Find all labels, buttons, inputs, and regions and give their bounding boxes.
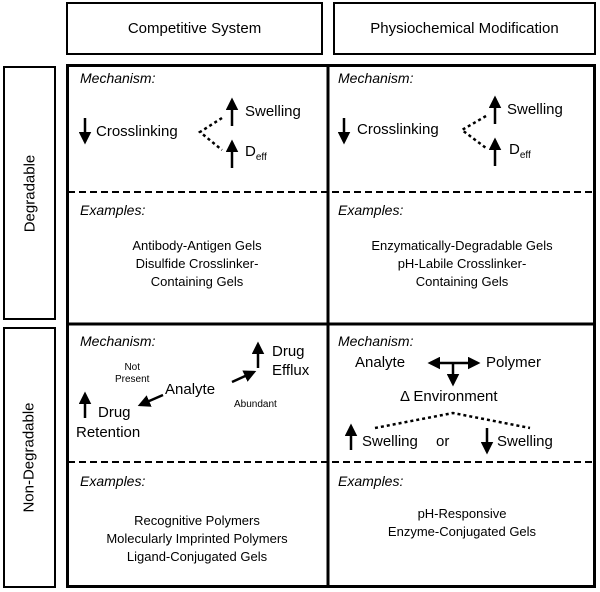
example-item: Recognitive Polymers bbox=[134, 513, 260, 528]
swelling-text-2: Swelling bbox=[507, 101, 563, 118]
example-item: Molecularly Imprinted Polymers bbox=[106, 531, 288, 546]
deff-text-2: Deff bbox=[509, 141, 531, 161]
not-present-line-1: Not bbox=[124, 362, 141, 373]
mechanism-label-3: Mechanism: bbox=[80, 333, 156, 349]
swelling-up-text: Swelling bbox=[362, 433, 418, 450]
main-grid bbox=[66, 64, 596, 588]
analyte-text-1: Analyte bbox=[165, 381, 216, 398]
row-header-non-degradable: Non-Degradable bbox=[3, 327, 56, 588]
example-item: Enzymatically-Degradable Gels bbox=[371, 238, 553, 253]
mechanism-label-1: Mechanism: bbox=[80, 70, 156, 86]
examples-label-2: Examples: bbox=[338, 202, 404, 218]
mechanism-label-2: Mechanism: bbox=[338, 70, 414, 86]
example-item: pH-Responsive bbox=[417, 506, 507, 521]
example-item: Containing Gels bbox=[150, 274, 244, 289]
analyte-to-retention-arrow bbox=[137, 393, 164, 407]
examples-label-4: Examples: bbox=[338, 473, 404, 489]
column-header-physiochemical-label: Physiochemical Modification bbox=[370, 20, 559, 37]
swelling-text-1: Swelling bbox=[245, 103, 301, 120]
example-item: Antibody-Antigen Gels bbox=[132, 238, 262, 253]
example-item: Enzyme-Conjugated Gels bbox=[387, 524, 537, 539]
example-item: Disulfide Crosslinker- bbox=[135, 256, 259, 271]
deff-sub-2: eff bbox=[519, 150, 531, 161]
deff-main-1: D bbox=[245, 143, 256, 160]
examples-list-4: pH-Responsive Enzyme-Conjugated Gels bbox=[330, 505, 594, 541]
polymer-text: Polymer bbox=[486, 354, 542, 371]
dotted-branch-3 bbox=[374, 411, 531, 430]
examples-label-1: Examples: bbox=[80, 202, 146, 218]
dotted-branch-2 bbox=[459, 114, 487, 149]
examples-list-1: Antibody-Antigen Gels Disulfide Crosslin… bbox=[68, 237, 326, 291]
mechanism-label-4: Mechanism: bbox=[338, 333, 414, 349]
example-item: pH-Labile Crosslinker- bbox=[397, 256, 527, 271]
drug-efflux-text: Drug Efflux bbox=[272, 342, 309, 380]
examples-label-3: Examples: bbox=[80, 473, 146, 489]
crosslinking-text-1: Crosslinking bbox=[96, 123, 178, 140]
column-header-physiochemical: Physiochemical Modification bbox=[333, 2, 596, 55]
swelling-down-text: Swelling bbox=[497, 433, 553, 450]
examples-list-3: Recognitive Polymers Molecularly Imprint… bbox=[68, 512, 326, 566]
drug-retention-text: Drug Retention bbox=[76, 403, 140, 443]
not-present-text: Not Present bbox=[115, 362, 149, 386]
drug-efflux-line-2: Efflux bbox=[272, 362, 310, 379]
crosslinking-text-2: Crosslinking bbox=[357, 121, 439, 138]
not-present-line-2: Present bbox=[115, 374, 150, 385]
deff-main-2: D bbox=[509, 141, 520, 158]
column-header-competitive-label: Competitive System bbox=[127, 20, 262, 37]
deff-text-1: Deff bbox=[245, 143, 267, 163]
deff-sub-1: eff bbox=[255, 152, 267, 163]
drug-retention-line-2: Retention bbox=[76, 424, 141, 441]
dotted-branch-1 bbox=[197, 116, 223, 151]
example-item: Containing Gels bbox=[415, 274, 509, 289]
example-item: Ligand-Conjugated Gels bbox=[126, 549, 268, 564]
analyte-to-efflux-arrow bbox=[231, 370, 257, 384]
analyte-text-2: Analyte bbox=[355, 354, 406, 371]
row-header-degradable: Degradable bbox=[3, 66, 56, 320]
environment-text: Δ Environment bbox=[400, 388, 498, 405]
abundant-text: Abundant bbox=[234, 399, 277, 410]
or-text: or bbox=[436, 433, 450, 450]
drug-efflux-line-1: Drug bbox=[272, 343, 305, 360]
examples-list-2: Enzymatically-Degradable Gels pH-Labile … bbox=[330, 237, 594, 291]
column-header-competitive: Competitive System bbox=[66, 2, 323, 55]
drug-retention-line-1: Drug bbox=[98, 404, 131, 421]
